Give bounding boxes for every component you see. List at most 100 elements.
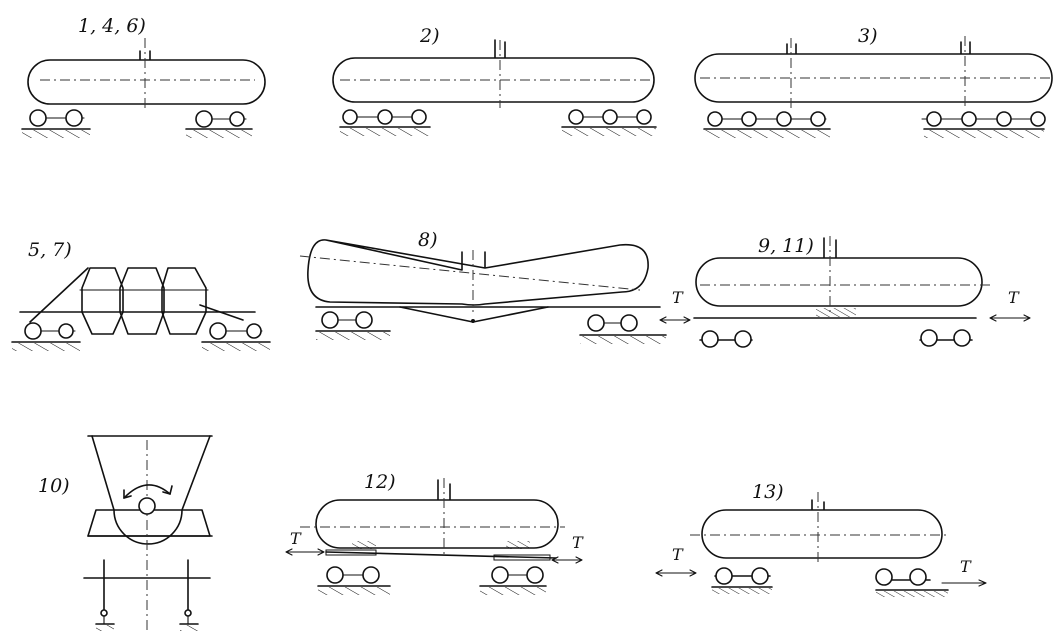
wheel (620, 314, 638, 332)
wheel (1030, 111, 1046, 127)
panel-6: 9, 11) T T (659, 235, 1031, 348)
wheel (195, 110, 213, 128)
wheel (65, 109, 83, 127)
panel-5: 8) (299, 229, 667, 344)
section-2 (119, 267, 165, 335)
ground-hatch (580, 336, 666, 344)
wheel (229, 111, 245, 127)
bogie-left (21, 109, 91, 138)
bogie-right (579, 314, 667, 344)
tank-body (694, 41, 1053, 103)
ground-hatch (12, 343, 80, 351)
cradle-support (816, 308, 856, 317)
frame-beam (325, 551, 557, 559)
wheel (961, 111, 977, 127)
saddle-support (506, 541, 530, 549)
wheel (926, 111, 942, 127)
force-label: T (1008, 288, 1020, 307)
wheel (355, 311, 373, 329)
force-arrow-right: T (989, 288, 1031, 322)
bogie-left (699, 330, 753, 348)
force-arrow-left: T (659, 288, 691, 324)
panel-1: 1, 4, 6) (21, 15, 266, 138)
panel-3-label: 3) (858, 25, 878, 47)
brace-lines (29, 267, 244, 323)
force-label: T (672, 545, 684, 564)
wheel (909, 568, 927, 586)
bogie-right (921, 111, 1046, 138)
wheel (209, 322, 227, 340)
wheel (24, 322, 42, 340)
wheel (377, 109, 393, 125)
wheel (707, 111, 723, 127)
panel-8-label: 12) (364, 471, 396, 493)
bogie-right (185, 110, 253, 138)
bogie-left (339, 109, 431, 136)
wheel (636, 109, 652, 125)
wheel (411, 109, 427, 125)
panel-2-label: 2) (419, 25, 440, 47)
panel-1-label: 1, 4, 6) (78, 15, 146, 37)
panel-4: 5, 7) (11, 239, 271, 351)
cradle-outline (91, 435, 211, 545)
ground-hatch (480, 587, 546, 595)
sag-point (471, 319, 475, 323)
coupling-rod (493, 554, 551, 561)
wheel (58, 323, 74, 339)
panel-9-label: 13) (752, 481, 784, 503)
ground-hatch (924, 130, 1044, 138)
bogie-left (703, 111, 831, 138)
wheel (362, 566, 380, 584)
panel-6-label: 9, 11) (758, 235, 814, 257)
wheel (734, 330, 752, 348)
tank-axis (299, 255, 641, 291)
wheel (810, 111, 826, 127)
rotation-arrowhead (162, 485, 173, 495)
ground-hatch (704, 130, 830, 138)
force-arrow-left: T (655, 545, 697, 577)
wheel (326, 566, 344, 584)
bogie-right (479, 566, 547, 595)
pivot-circle (138, 497, 156, 515)
force-label: T (672, 288, 684, 307)
section-1 (81, 267, 124, 335)
panel-7-label: 10) (38, 475, 70, 497)
wheel (342, 109, 358, 125)
wheel (953, 329, 971, 347)
ground-hatch (22, 130, 90, 138)
ground-hatch (562, 128, 656, 136)
ground-hatch (186, 130, 252, 138)
ground-hatch (340, 128, 430, 136)
ground-hatch (712, 588, 772, 594)
wheel (701, 330, 719, 348)
wheel (776, 111, 792, 127)
wheel (751, 567, 769, 585)
bogie-left (11, 322, 81, 351)
v-shaped-tank (307, 239, 649, 306)
coupling-rod (325, 549, 377, 556)
wheel (491, 566, 509, 584)
tank-body (27, 50, 266, 105)
panel-4-label: 5, 7) (28, 239, 72, 261)
tank-body (315, 479, 559, 549)
wheel (715, 567, 733, 585)
bogie-right (875, 568, 949, 597)
panel-3: 3) (694, 25, 1053, 138)
bogie-left (315, 311, 391, 340)
panel-5-label: 8) (418, 229, 438, 251)
bogie-right (561, 109, 657, 136)
bogie-left (317, 566, 391, 595)
wheel (920, 329, 938, 347)
force-label: T (572, 533, 584, 552)
panel-9: 13) T T (655, 481, 987, 597)
support-right (179, 559, 199, 631)
wheel (741, 111, 757, 127)
wheel (321, 311, 339, 329)
panel-2: 2) (332, 25, 657, 136)
section-3 (161, 267, 207, 335)
tank-body (701, 499, 943, 559)
wheel (587, 314, 605, 332)
bogie-right (919, 329, 973, 347)
